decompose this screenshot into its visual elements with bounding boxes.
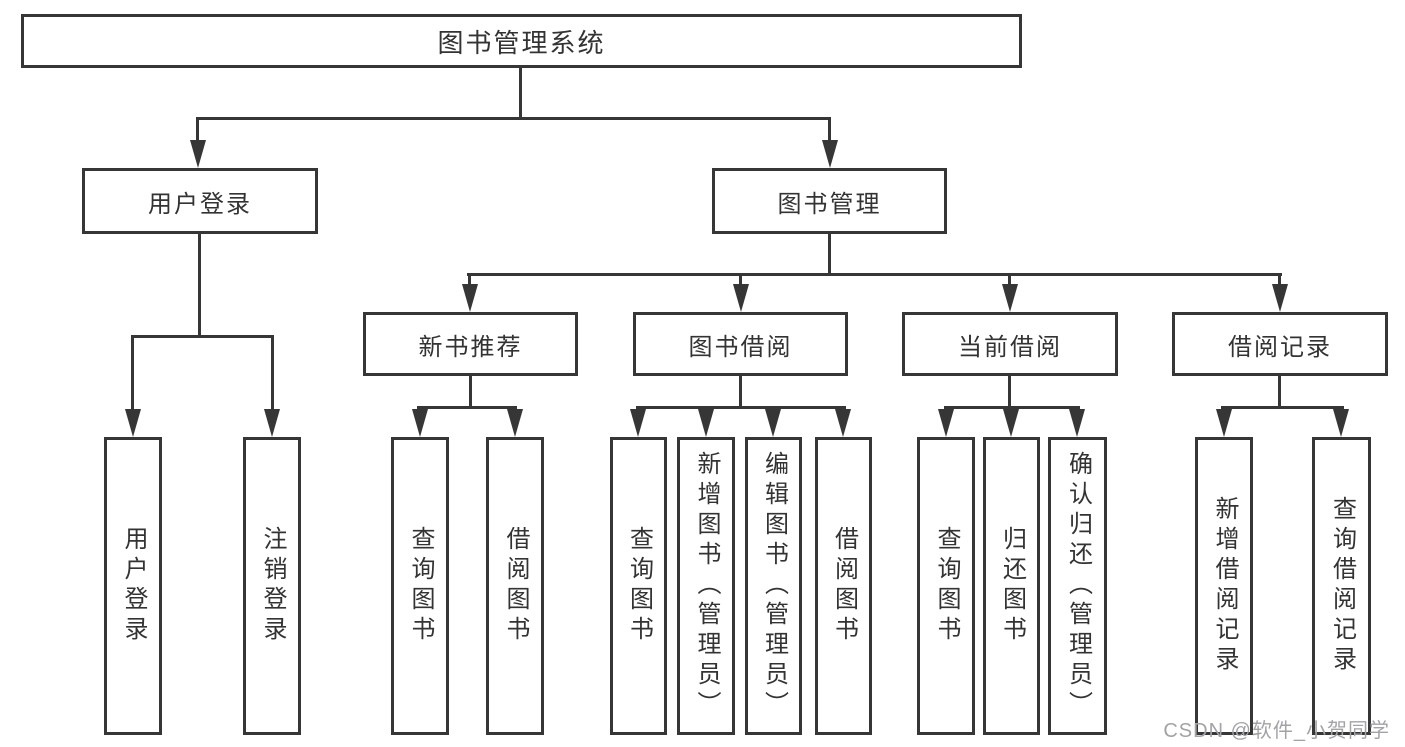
- connector-line: [469, 376, 472, 407]
- node-bb-add-books-admin: 新增图书（管理员）: [677, 437, 735, 735]
- arrow-down-icon: [630, 409, 646, 437]
- arrow-down-icon: [733, 284, 749, 312]
- connector-line: [198, 234, 201, 337]
- connector-line: [1008, 376, 1011, 407]
- connector-line: [131, 335, 134, 409]
- connector-line: [196, 117, 199, 143]
- connector-line: [271, 335, 274, 409]
- watermark: CSDN @软件_小贺同学: [1163, 720, 1390, 742]
- node-bb-borrow-books: 借阅图书: [815, 437, 872, 735]
- connector-line: [828, 117, 831, 143]
- node-user-login: 用户登录: [82, 168, 318, 234]
- node-library-management-system: 图书管理系统: [21, 14, 1022, 68]
- node-book-management: 图书管理: [712, 168, 947, 234]
- connector-line: [131, 335, 274, 338]
- connector-line: [739, 273, 742, 286]
- connector-line: [828, 234, 831, 275]
- arrow-down-icon: [1003, 409, 1019, 437]
- arrow-down-icon: [125, 409, 141, 437]
- connector-line: [1221, 406, 1344, 409]
- arrow-down-icon: [938, 409, 954, 437]
- arrow-down-icon: [765, 409, 781, 437]
- node-bb-edit-books-admin: 编辑图书（管理员）: [745, 437, 802, 735]
- node-cb-return-books: 归还图书: [983, 437, 1040, 735]
- connector-line: [468, 273, 471, 286]
- connector-line: [1008, 273, 1011, 286]
- node-cb-confirm-return-admin: 确认归还（管理员）: [1048, 437, 1107, 735]
- arrow-down-icon: [462, 284, 478, 312]
- node-cb-query-books: 查询图书: [917, 437, 975, 735]
- node-br-add-borrow-record: 新增借阅记录: [1195, 437, 1253, 735]
- arrow-down-icon: [264, 409, 280, 437]
- connector-line: [196, 117, 831, 120]
- arrow-down-icon: [190, 140, 206, 168]
- node-bb-query-books: 查询图书: [610, 437, 667, 735]
- connector-line: [636, 406, 846, 409]
- node-logout: 注销登录: [243, 437, 301, 735]
- arrow-down-icon: [698, 409, 714, 437]
- node-login: 用户登录: [104, 437, 162, 735]
- connector-line: [944, 406, 1080, 409]
- arrow-down-icon: [507, 409, 523, 437]
- arrow-down-icon: [1216, 409, 1232, 437]
- connector-line: [739, 376, 742, 407]
- node-current-borrowing: 当前借阅: [902, 312, 1118, 376]
- arrow-down-icon: [822, 140, 838, 168]
- node-nbr-query-books: 查询图书: [391, 437, 449, 735]
- arrow-down-icon: [1333, 409, 1349, 437]
- node-new-book-recommendation: 新书推荐: [363, 312, 578, 376]
- connector-line: [417, 406, 517, 409]
- node-borrowing-records: 借阅记录: [1172, 312, 1388, 376]
- arrow-down-icon: [1002, 284, 1018, 312]
- arrow-down-icon: [835, 409, 851, 437]
- arrow-down-icon: [1069, 409, 1085, 437]
- connector-line: [467, 273, 1282, 276]
- connector-line: [519, 68, 522, 118]
- node-book-borrowing: 图书借阅: [633, 312, 848, 376]
- connector-line: [1278, 273, 1281, 286]
- connector-line: [1278, 376, 1281, 407]
- arrow-down-icon: [1272, 284, 1288, 312]
- node-br-query-borrow-record: 查询借阅记录: [1312, 437, 1371, 735]
- node-nbr-borrow-books: 借阅图书: [486, 437, 544, 735]
- arrow-down-icon: [412, 409, 428, 437]
